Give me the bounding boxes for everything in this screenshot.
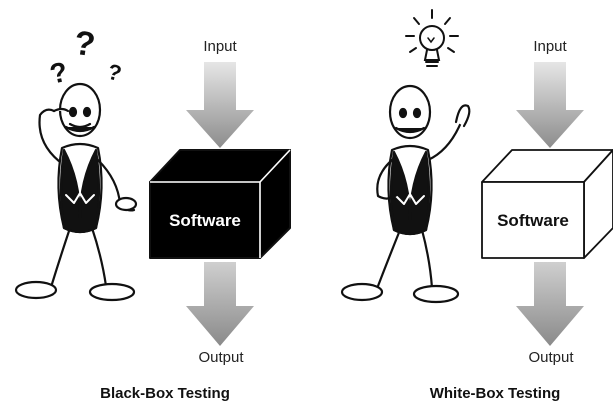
output-arrow [516, 262, 584, 346]
output-arrow [186, 262, 254, 346]
white-box-caption: White-Box Testing [429, 385, 561, 402]
black-box-input-label: Input [203, 38, 237, 55]
input-arrow [516, 62, 584, 148]
white-box-panel [340, 9, 613, 346]
svg-text:?: ? [72, 24, 98, 65]
white-box-output-label: Output [528, 349, 574, 366]
black-software-box [149, 149, 291, 259]
white-software-box [481, 149, 613, 259]
svg-text:?: ? [47, 56, 70, 90]
input-arrow [186, 62, 254, 148]
happy-character-icon [340, 84, 471, 304]
black-box-label: Software [169, 211, 241, 230]
confused-character-icon [14, 82, 138, 302]
question-marks-icon: ? ? ? [47, 24, 124, 90]
white-box-label: Software [497, 211, 569, 230]
lightbulb-icon [405, 9, 459, 67]
black-box-caption: Black-Box Testing [100, 385, 230, 402]
svg-text:?: ? [105, 59, 124, 87]
black-box-panel: ? ? ? [14, 24, 291, 346]
white-box-input-label: Input [533, 38, 567, 55]
black-box-output-label: Output [198, 349, 244, 366]
